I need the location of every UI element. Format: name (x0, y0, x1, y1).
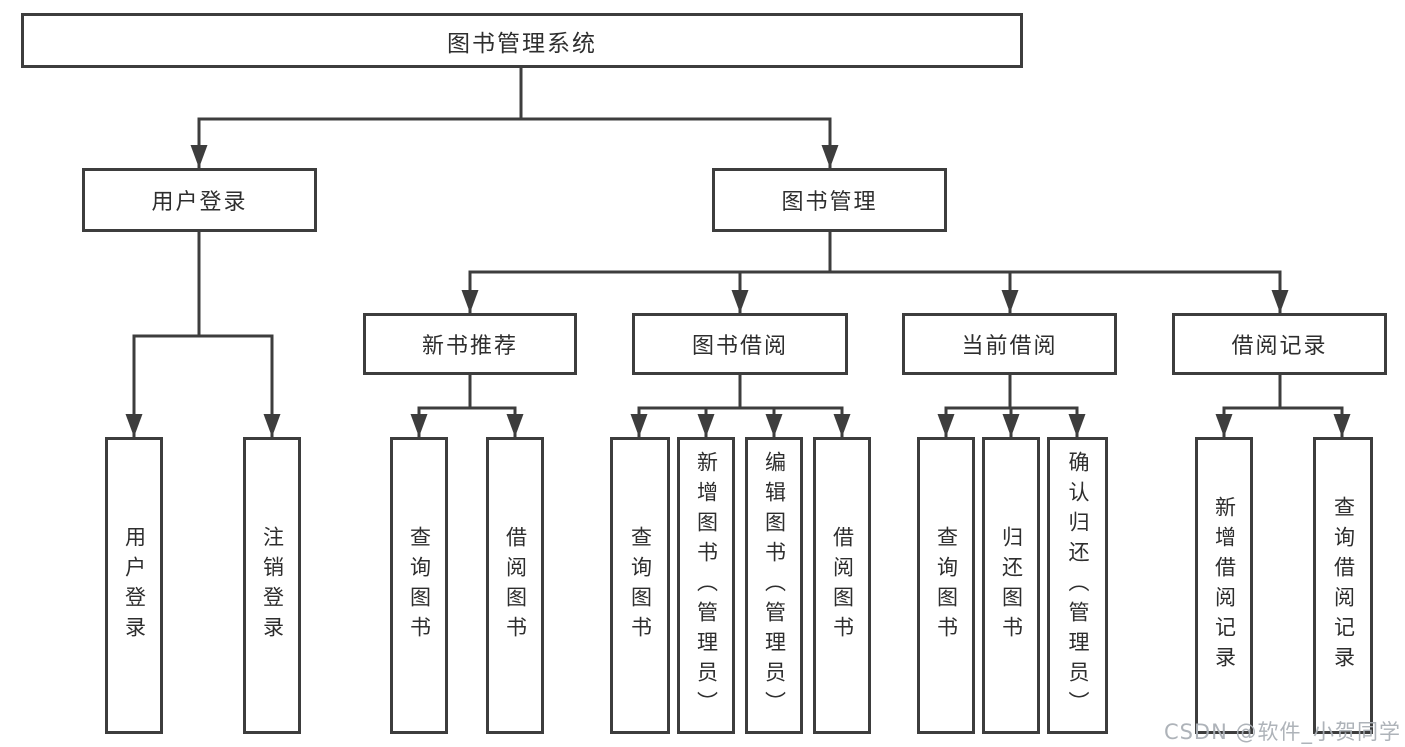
leaf-query-books-borrow: 查询图书 (610, 437, 670, 734)
leaf-borrow-books-recommend: 借阅图书 (486, 437, 544, 734)
node-user-login: 用户登录 (82, 168, 317, 232)
node-book-management: 图书管理 (712, 168, 947, 232)
leaf-query-books-recommend: 查询图书 (390, 437, 448, 734)
node-current-borrow: 当前借阅 (902, 313, 1117, 375)
csdn-watermark: CSDN @软件_小贺同学 (1163, 720, 1401, 744)
leaf-logout: 注销登录 (243, 437, 301, 734)
node-root-system: 图书管理系统 (21, 13, 1023, 68)
node-book-borrow: 图书借阅 (632, 313, 848, 375)
leaf-query-books-current: 查询图书 (917, 437, 975, 734)
node-borrow-records: 借阅记录 (1172, 313, 1387, 375)
leaf-confirm-return-admin: 确认归还（管理员） (1047, 437, 1108, 734)
leaf-add-borrow-record: 新增借阅记录 (1195, 437, 1253, 734)
node-new-book-recommend: 新书推荐 (363, 313, 577, 375)
leaf-user-login: 用户登录 (105, 437, 163, 734)
leaf-query-borrow-record: 查询借阅记录 (1313, 437, 1373, 734)
leaf-edit-books-admin: 编辑图书（管理员） (745, 437, 803, 734)
leaf-return-books: 归还图书 (982, 437, 1040, 734)
leaf-add-books-admin: 新增图书（管理员） (677, 437, 735, 734)
leaf-borrow-books: 借阅图书 (813, 437, 871, 734)
